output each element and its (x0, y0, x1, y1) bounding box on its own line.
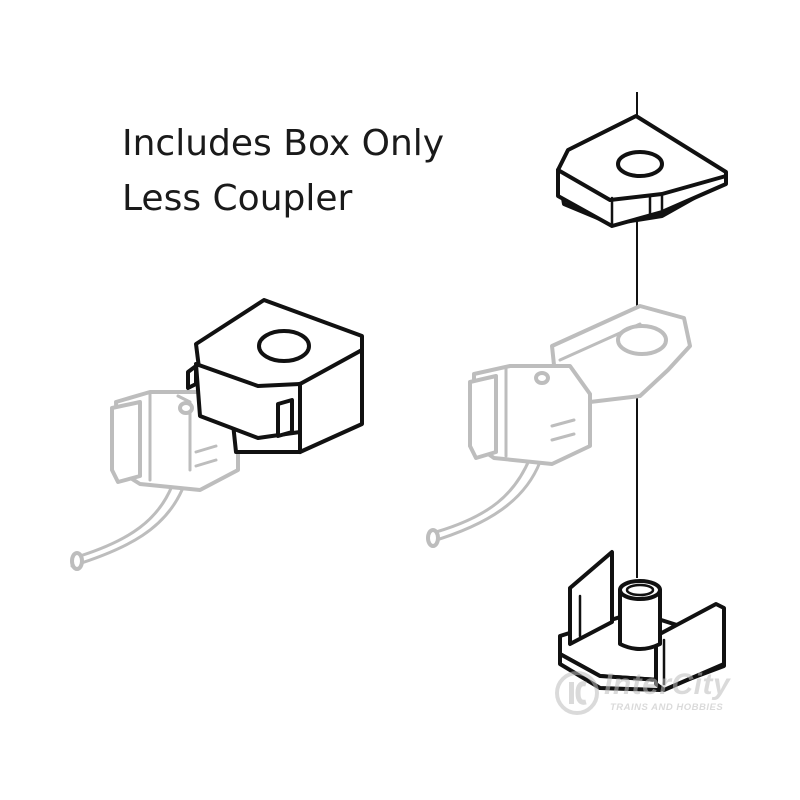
caption: Includes Box Only Less Coupler (122, 116, 444, 226)
intercity-watermark: InterCity TRAINS AND HOBBIES (552, 666, 772, 722)
watermark-tagline: TRAINS AND HOBBIES (610, 702, 724, 713)
box-top-cap (556, 114, 728, 228)
assembled-coupler (70, 298, 364, 571)
caption-line-2: Less Coupler (122, 178, 353, 219)
box-bottom-base (558, 550, 726, 692)
watermark-brand: InterCity (604, 668, 731, 701)
exploded-view (426, 92, 728, 692)
caption-line-1: Includes Box Only (122, 123, 445, 164)
coupler-ghost-right (426, 304, 692, 548)
box-hole (257, 329, 311, 363)
ic-monogram-icon (555, 671, 599, 715)
